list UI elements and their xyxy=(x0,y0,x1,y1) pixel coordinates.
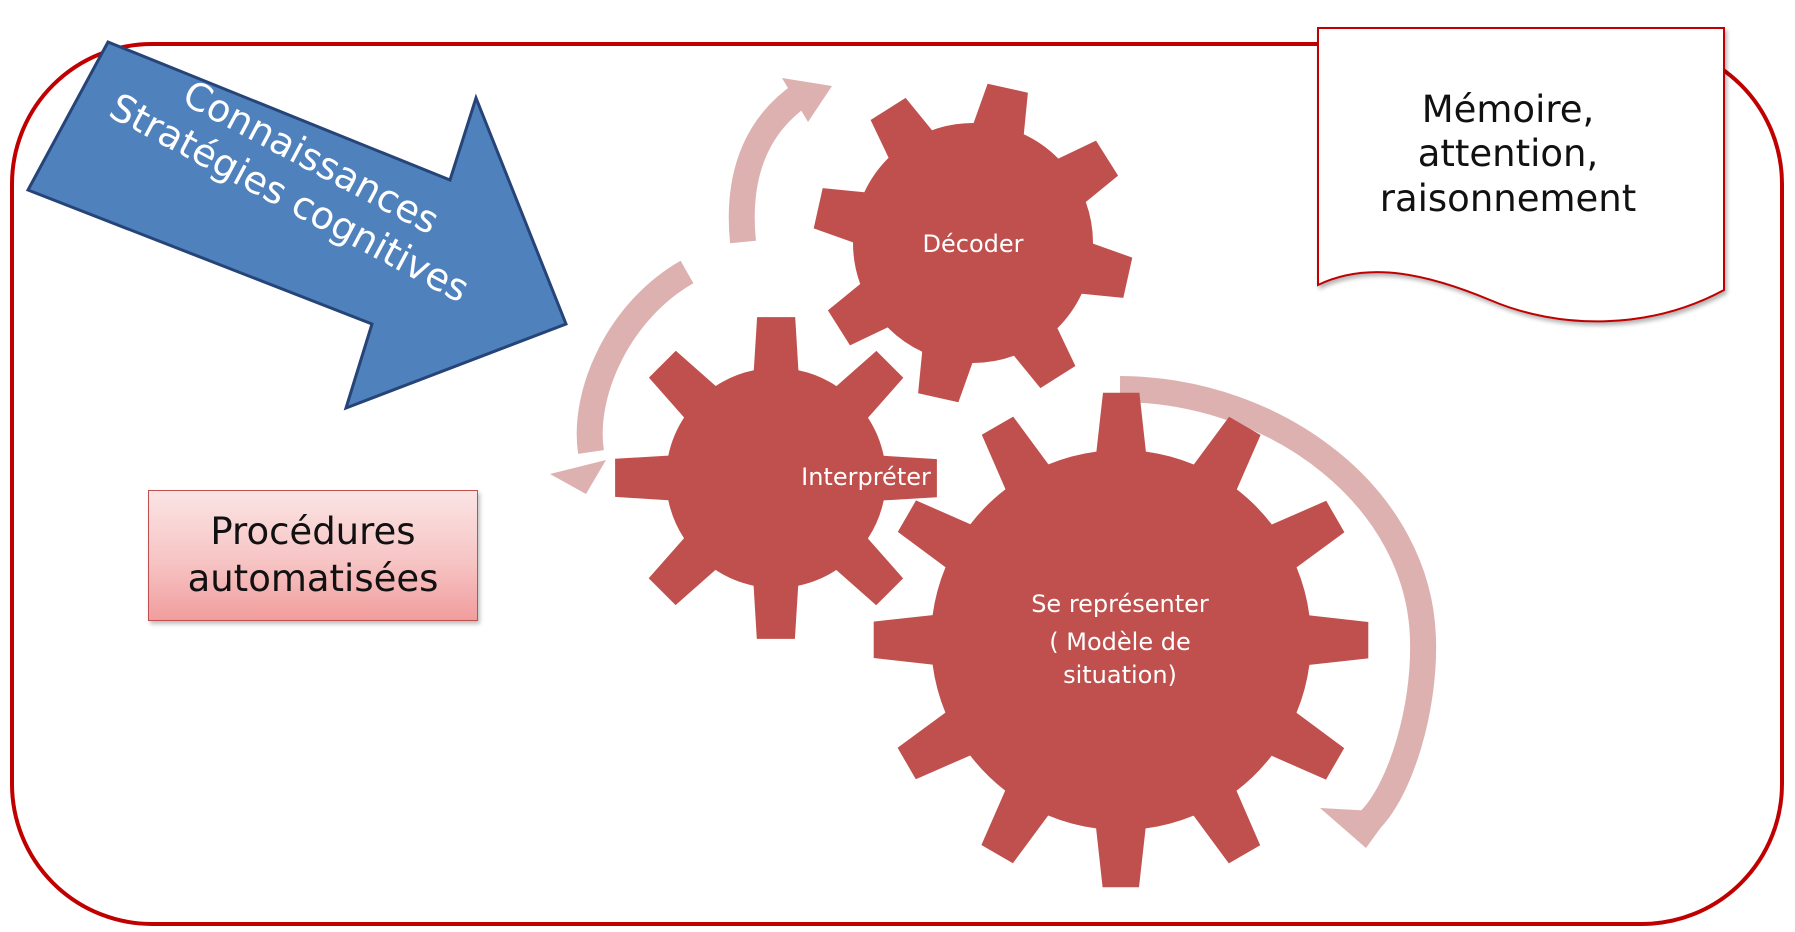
gear-represent xyxy=(873,392,1369,888)
cycle-arrow-left xyxy=(576,260,694,454)
gear-represent-label: Se représenter ( Modèle de situation) xyxy=(1000,588,1240,691)
memory-note-label: Mémoire, attention, raisonnement xyxy=(1328,88,1688,221)
represent-line-1: Se représenter xyxy=(1031,590,1209,618)
procedures-line-2: automatisées xyxy=(187,556,439,600)
gear-interpret xyxy=(615,317,937,639)
procedures-label: Procédures automatisées xyxy=(188,509,439,602)
cycle-arrow-top xyxy=(728,83,810,244)
gear-decoder xyxy=(813,83,1133,403)
gear-interpret-label: Interpréter xyxy=(801,463,931,491)
memory-note-shape xyxy=(1317,27,1725,323)
procedures-box: Procédures automatisées xyxy=(148,490,478,621)
cycle-arrow-right xyxy=(1119,376,1437,830)
memory-line-3: raisonnement xyxy=(1379,176,1637,220)
cycle-arrow-top-head xyxy=(782,78,832,122)
represent-line-2: ( Modèle de xyxy=(1049,628,1191,657)
procedures-line-1: Procédures xyxy=(210,510,416,554)
knowledge-arrow xyxy=(25,40,568,411)
gear-decoder-label: Décoder xyxy=(922,230,1024,258)
memory-line-2: attention, xyxy=(1417,132,1599,176)
outer-frame xyxy=(10,42,1784,926)
cycle-arrow-left-head xyxy=(550,460,606,494)
memory-line-1: Mémoire, xyxy=(1421,88,1595,131)
cycle-arrow-right-head xyxy=(1320,808,1392,848)
represent-line-3: situation) xyxy=(1063,660,1177,689)
